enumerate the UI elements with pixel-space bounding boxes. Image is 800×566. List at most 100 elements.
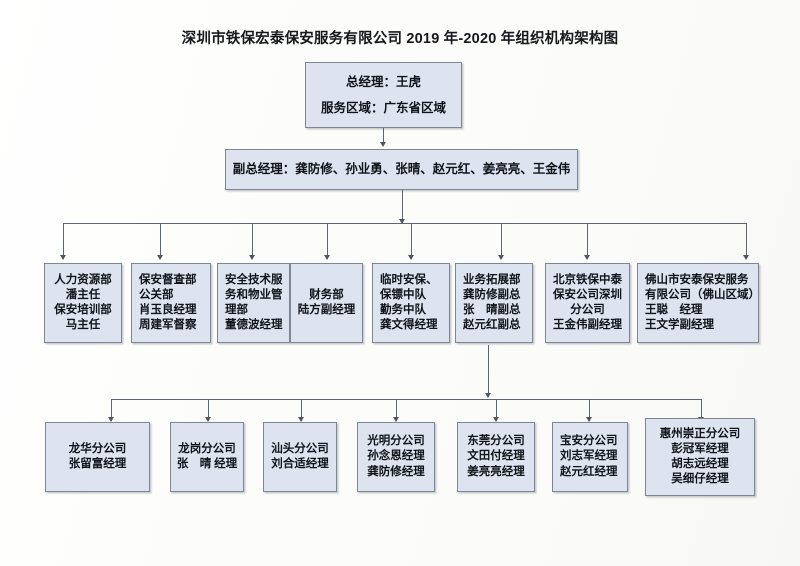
arrow-deputy (380, 142, 386, 147)
node-line: 保安督查部 (139, 273, 197, 286)
node-line: 姜亮亮经理 (467, 465, 525, 478)
connector-dept-business-dev (501, 223, 502, 259)
node-line: 人力资源部 (54, 273, 112, 286)
page-title: 深圳市铁保宏泰保安服务有限公司 2019 年-2020 年组织机构架构图 (181, 31, 619, 47)
arrow-branch-baoan (586, 417, 592, 422)
connector-dept-temporary-security (411, 223, 412, 259)
arrow-branch-dongguan (493, 417, 499, 422)
node-line: 保镖中队 (380, 288, 426, 301)
arrow-branch-longhua (108, 417, 114, 422)
node-line: 赵元红副总 (463, 319, 521, 332)
connector-branch-dongguan (496, 399, 497, 421)
connector-branch-beijing (587, 223, 588, 259)
node-line: 孙念恩经理 (367, 450, 425, 463)
node-line: 张 晴副总 (463, 304, 521, 316)
arrow-level4-bus (485, 393, 491, 398)
arrow-dept-supervision (157, 255, 163, 260)
node-line-spacer (306, 91, 461, 100)
node-branch-shantou[interactable]: 汕头分公司 刘合适经理 (263, 422, 337, 492)
node-line: 文田付经理 (467, 450, 525, 463)
node-line: 北京铁保中泰 (553, 273, 622, 286)
arrow-branch-shantou (298, 417, 304, 422)
node-line: 勤务中队 (380, 304, 426, 316)
node-branch-foshan-antai[interactable]: 佛山市安泰保安服务 有限公司（佛山区域） 王聪 经理 王文学副经理 (637, 263, 759, 343)
node-line: 保安公司深圳 (553, 288, 622, 301)
node-line: 马主任 (65, 319, 101, 332)
connector-gm-to-deputy (383, 128, 384, 144)
connector-dept-safety-tech (252, 223, 253, 259)
node-line: 陆方副经理 (297, 304, 356, 316)
arrow-level3-bus (399, 219, 405, 224)
node-deputy-general-managers[interactable]: 副总经理：龚防修、孙业勇、张晴、赵元红、姜亮亮、王金伟 (225, 149, 578, 190)
node-line: 龙岗分公司 (178, 442, 236, 455)
node-line: 王聪 经理 (645, 304, 703, 316)
node-line: 惠州崇正分公司 (659, 427, 741, 440)
node-branch-dongguan[interactable]: 东莞分公司 文田付经理 姜亮亮经理 (457, 422, 535, 492)
arrow-branch-beijing (584, 255, 590, 260)
node-branch-huizhou-chongzheng[interactable]: 惠州崇正分公司 彭冠军经理 胡志远经理 吴细仔经理 (645, 418, 755, 496)
node-dept-finance[interactable]: 财务部 陆方副经理 (290, 263, 363, 343)
node-line: 董德波经理 (225, 319, 283, 332)
connector-business-dev-drop (488, 345, 489, 397)
node-line: 周建军督察 (139, 319, 197, 332)
node-line: 彭冠军经理 (671, 442, 729, 455)
node-line: 赵元红经理 (560, 465, 618, 478)
connector-branch-foshan (746, 223, 747, 259)
node-dept-business-dev[interactable]: 业务拓展部 龚防修副总 张 晴副总 赵元红副总 (455, 263, 533, 343)
node-branch-longgang[interactable]: 龙岗分公司 张 晴 经理 (170, 422, 244, 492)
connector-deputy-drop (402, 190, 403, 223)
node-line: 业务拓展部 (463, 273, 521, 286)
node-branch-beijing-tiebao[interactable]: 北京铁保中泰 保安公司深圳 分公司 王金伟副经理 (545, 263, 630, 343)
connector-branch-longhua (111, 399, 112, 421)
node-line: 光明分公司 (367, 435, 425, 448)
arrow-branch-foshan (743, 255, 749, 260)
arrow-dept-hr (60, 255, 66, 260)
node-line: 副总经理：龚防修、孙业勇、张晴、赵元红、姜亮亮、王金伟 (232, 162, 571, 177)
node-dept-supervision[interactable]: 保安督查部 公关部 肖玉良经理 周建军督察 (131, 263, 211, 343)
level3-bus (63, 223, 746, 224)
node-line: 财务部 (309, 288, 344, 301)
arrow-dept-safety-tech (249, 255, 255, 260)
node-line: 龙华分公司 (68, 442, 127, 455)
arrow-dept-finance (324, 255, 330, 260)
node-line: 潘主任 (65, 288, 101, 301)
node-line: 东莞分公司 (467, 435, 525, 448)
node-line: 有限公司（佛山区域） (645, 288, 759, 301)
node-line: 龚文得经理 (380, 319, 438, 332)
node-line: 王金伟副经理 (553, 319, 622, 332)
level4-bus (111, 399, 701, 400)
node-line: 王文学副经理 (645, 319, 714, 332)
connector-dept-finance (327, 223, 328, 259)
node-branch-baoan[interactable]: 宝安分公司 刘志军经理 赵元红经理 (552, 422, 628, 492)
connector-branch-guangming (396, 399, 397, 421)
connector-branch-longgang (208, 399, 209, 421)
node-line: 龚防修副总 (463, 288, 521, 301)
node-line: 张留富经理 (68, 458, 127, 470)
node-line: 服务区域：广东省区域 (320, 100, 446, 115)
node-line: 安全技术服 (225, 273, 283, 286)
node-line: 宝安分公司 (560, 435, 618, 448)
node-line: 汕头分公司 (271, 442, 329, 455)
node-line: 刘合适经理 (271, 458, 329, 470)
node-line: 刘志军经理 (560, 450, 618, 463)
node-line: 理部 (225, 304, 248, 316)
node-general-manager[interactable]: 总经理：王虎 服务区域：广东省区域 (305, 62, 462, 128)
connector-branch-baoan (589, 399, 590, 421)
node-branch-longhua[interactable]: 龙华分公司 张留富经理 (45, 422, 150, 492)
node-line: 临时安保、 (380, 273, 438, 286)
node-line: 分公司 (570, 304, 605, 316)
arrow-dept-temporary-security (408, 255, 414, 260)
node-line: 总经理：王虎 (345, 75, 421, 89)
node-line: 佛山市安泰保安服务 (645, 273, 749, 286)
connector-branch-huizhou (701, 399, 702, 421)
node-dept-temporary-security[interactable]: 临时安保、 保镖中队 勤务中队 龚文得经理 (372, 263, 450, 343)
node-line: 务和物业管 (225, 288, 283, 301)
node-line: 龚防修经理 (367, 465, 425, 478)
arrow-dept-business-dev (498, 255, 504, 260)
node-dept-safety-tech[interactable]: 安全技术服 务和物业管 理部 董德波经理 (217, 263, 290, 343)
node-branch-guangming[interactable]: 光明分公司 孙念恩经理 龚防修经理 (357, 422, 435, 492)
node-dept-hr[interactable]: 人力资源部 潘主任 保安培训部 马主任 (44, 263, 122, 343)
arrow-branch-guangming (393, 417, 399, 422)
arrow-branch-longgang (205, 417, 211, 422)
